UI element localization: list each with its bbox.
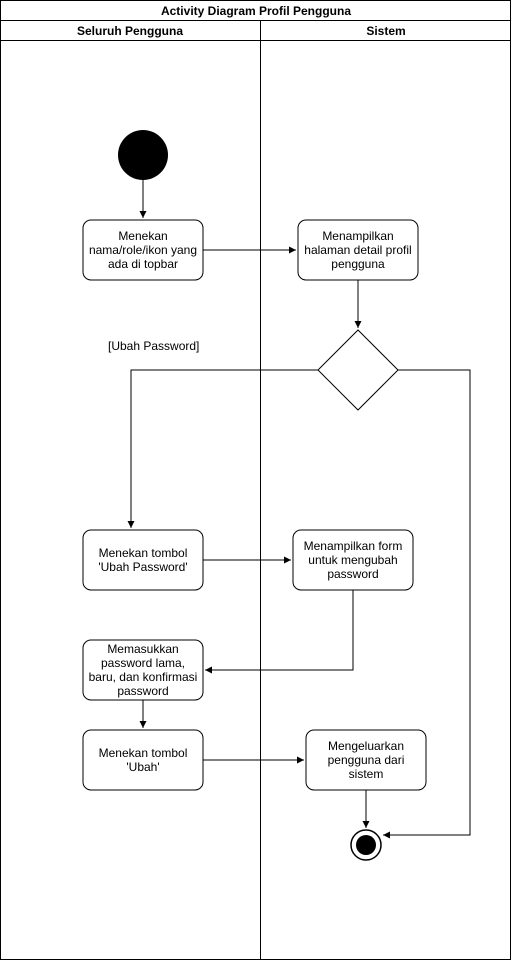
guard-label: [Ubah Password] — [108, 339, 199, 353]
act-logout-line: pengguna dari — [328, 753, 405, 767]
activity-click-submit-label: Menekan tombol'Ubah' — [99, 746, 188, 774]
final-node — [350, 829, 382, 861]
flow-edges — [127, 180, 471, 839]
act-show-form-line: password — [327, 567, 378, 581]
act-show-profile-line: pengguna — [331, 257, 385, 271]
act-logout-line: sistem — [349, 767, 384, 781]
act-click-change-line: Menekan tombol — [99, 546, 188, 560]
act-click-profile-line: Menekan — [118, 229, 167, 243]
activity-click-change-password-label: Menekan tombol'Ubah Password' — [98, 546, 187, 574]
act-show-profile-line: Menampilkan — [322, 229, 393, 243]
decision-node — [317, 329, 399, 411]
act-show-form-line: Menampilkan form — [304, 539, 403, 553]
initial-node — [118, 130, 168, 180]
activity-click-submit: Menekan tombol'Ubah' — [82, 729, 204, 791]
edge-show-form-to-input — [205, 590, 354, 674]
act-input-password-line: password lama, — [101, 656, 185, 670]
act-click-submit-line: 'Ubah' — [126, 760, 159, 774]
act-input-password-line: password — [117, 684, 168, 698]
act-input-password-line: baru, dan konfirmasi — [89, 670, 198, 684]
act-show-profile-line: halaman detail profil — [304, 243, 411, 257]
edge-decision-to-final — [383, 369, 471, 839]
lane-header-users: Seluruh Pengguna — [77, 24, 183, 38]
act-click-change-line: 'Ubah Password' — [98, 560, 187, 574]
act-logout-line: Mengeluarkan — [328, 739, 404, 753]
lane-header-system: Sistem — [366, 24, 405, 38]
act-click-submit-line: Menekan tombol — [99, 746, 188, 760]
act-show-form-line: untuk mengubah — [308, 553, 397, 567]
act-input-password-line: Memasukkan — [107, 642, 178, 656]
edge-decision-to-change-password — [127, 369, 318, 528]
activity-click-change-password: Menekan tombol'Ubah Password' — [82, 529, 204, 591]
act-click-profile-line: nama/role/ikon yang — [89, 243, 197, 257]
diagram-title: Activity Diagram Profil Pengguna — [161, 4, 351, 18]
act-click-profile-line: ada di topbar — [108, 257, 178, 271]
